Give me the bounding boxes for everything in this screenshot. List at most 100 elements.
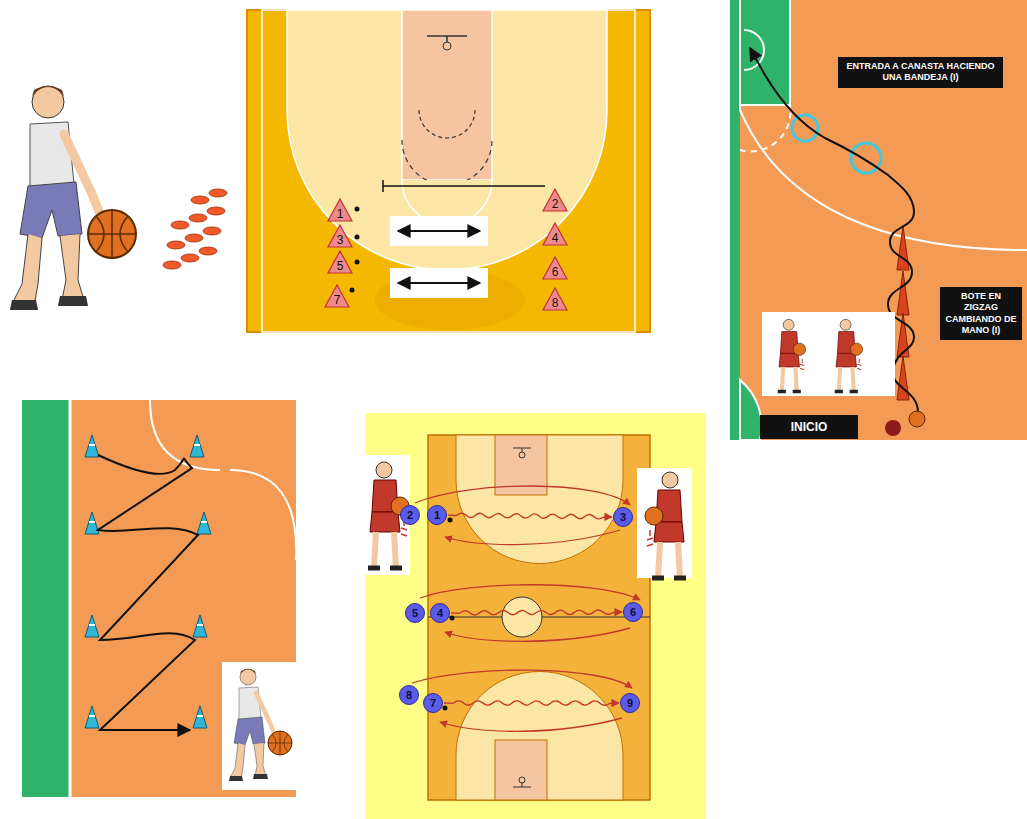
cone-shape (325, 285, 349, 307)
half-court (247, 10, 650, 332)
cone-marker: 5 (327, 250, 353, 274)
court-line (150, 400, 296, 560)
callout-number: 3 (337, 226, 344, 247)
court-surround (365, 413, 705, 819)
zigzag-path (98, 455, 198, 730)
callout-number: 4 (552, 224, 559, 245)
cone-shape (543, 257, 567, 279)
court-floor (247, 10, 650, 332)
callout-number: 1 (434, 509, 440, 521)
dribble-path (750, 48, 918, 412)
shot-line (383, 180, 545, 192)
ball-dot (443, 706, 448, 711)
restricted-arc (419, 110, 475, 138)
cone-rows (163, 189, 227, 269)
dribbling-player (835, 319, 863, 391)
cone-marker: 6 (542, 256, 568, 280)
cone-marker: 2 (542, 188, 568, 212)
player-circle: 3 (613, 507, 633, 527)
three-point-line (740, 0, 1027, 250)
step-mark (792, 115, 818, 141)
callout-number: 4 (437, 607, 443, 619)
callout-number: 8 (406, 689, 412, 701)
cone-shape (328, 199, 352, 221)
player-picture (637, 468, 692, 578)
double-arrow (398, 282, 480, 284)
zigzag-court (22, 400, 296, 797)
cone-shape (328, 225, 352, 247)
key (402, 10, 492, 180)
ball-dot (450, 616, 455, 621)
ball-dot (355, 235, 360, 240)
player-circle: 7 (423, 693, 443, 713)
cone (85, 435, 99, 457)
pass-arc (420, 585, 640, 600)
cone-marker: 7 (324, 284, 350, 308)
ball (909, 411, 925, 427)
cone-marker: 3 (327, 224, 353, 248)
callout-number: 6 (630, 606, 636, 618)
key (495, 740, 547, 800)
dribble-connector (451, 610, 622, 615)
dribbling-boy (10, 86, 136, 310)
cone-shape (328, 251, 352, 273)
drill-label: INICIO (791, 420, 828, 435)
return-arc (445, 530, 620, 545)
cone-shape (543, 288, 567, 310)
callout-number: 5 (412, 607, 418, 619)
cone-marker: 4 (542, 222, 568, 246)
player-circle: 2 (400, 505, 420, 525)
players-picture (762, 312, 895, 396)
cone (193, 706, 207, 728)
center-circle (740, 380, 762, 440)
center-circle (502, 597, 542, 637)
flat-cone (163, 261, 181, 269)
layup-court (730, 0, 1027, 440)
boy-picture (222, 662, 296, 790)
backboard (427, 36, 467, 42)
cone (193, 615, 207, 637)
cone (197, 512, 211, 534)
dribbling-boy (229, 669, 292, 781)
flat-cone (185, 234, 203, 242)
flat-cone (167, 241, 185, 249)
cone-shape (543, 189, 567, 211)
player-circle: 9 (620, 693, 640, 713)
callout-number: 6 (552, 258, 559, 279)
player-circle: 4 (430, 603, 450, 623)
flat-cone (171, 221, 189, 229)
dribble-connector (448, 513, 612, 519)
flat-cone (209, 189, 227, 197)
backboard (513, 448, 531, 452)
return-arc (445, 628, 630, 641)
arrow-box (390, 268, 488, 298)
pass-arc (412, 670, 632, 688)
cone-shape (543, 223, 567, 245)
side-line (69, 400, 72, 797)
court-floor (740, 0, 1027, 440)
callout-number: 3 (620, 511, 626, 523)
pass-arc (415, 486, 630, 505)
player-circle: 5 (405, 603, 425, 623)
hoop (443, 42, 451, 50)
key-circle (740, 105, 791, 151)
dribble-connector (444, 701, 619, 705)
label-box: ENTRADA A CANASTA HACIENDO UNA BANDEJA (… (838, 57, 1003, 88)
cone (85, 706, 99, 728)
label-box: BOTE EN ZIGZAG CAMBIANDO DE MANO (I) (940, 287, 1022, 340)
callout-number: 1 (337, 200, 344, 221)
flat-cone (199, 247, 217, 255)
flat-cone (181, 254, 199, 262)
ball-dot (448, 518, 453, 523)
player-circle: 6 (623, 602, 643, 622)
cone-marker: 8 (542, 287, 568, 311)
three-point-area (456, 672, 623, 800)
flat-cone (191, 196, 209, 204)
start-mark (885, 420, 901, 436)
double-arrow (398, 230, 480, 232)
key (740, 0, 790, 105)
return-arc (440, 718, 622, 731)
